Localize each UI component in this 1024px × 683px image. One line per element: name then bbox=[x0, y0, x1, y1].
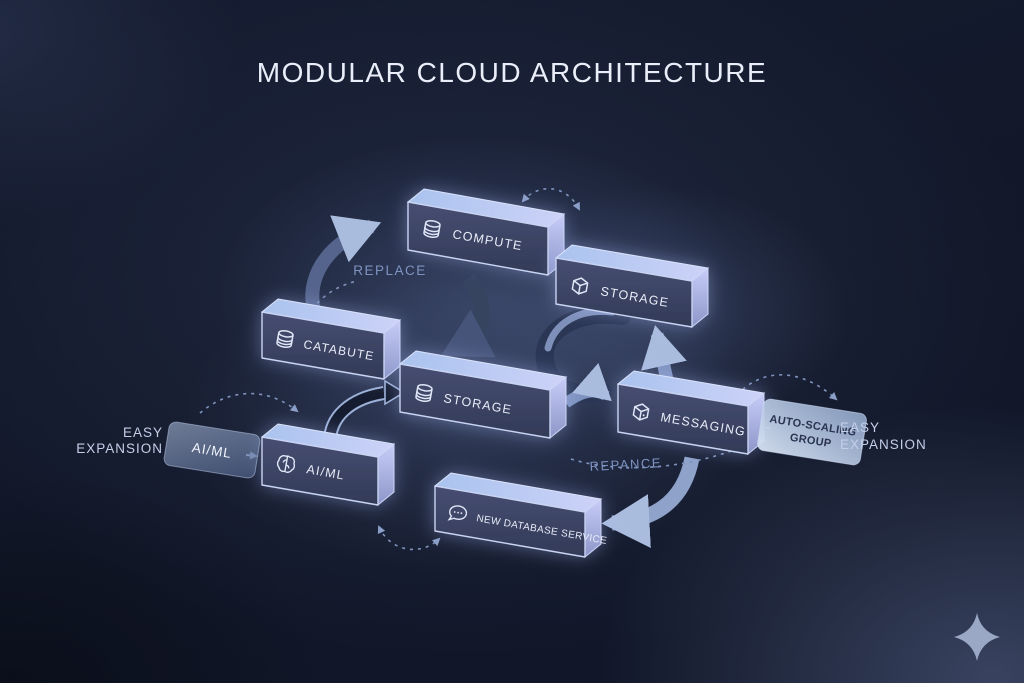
node-catabute: CATABUTE bbox=[260, 298, 402, 381]
easy-expansion-left-line2: EXPANSION bbox=[76, 441, 163, 456]
box-front-face bbox=[555, 257, 693, 328]
node-new-database-service: NEW DATABASE SERVICE bbox=[433, 472, 608, 559]
easy-expansion-right-line1: EASY bbox=[840, 420, 880, 435]
node-label: AI/ML bbox=[305, 462, 346, 482]
chip-label: AI/ML bbox=[191, 440, 233, 461]
panel-auto-scaling-group: AUTO-SCALING GROUP bbox=[757, 398, 867, 466]
box-front-face bbox=[261, 436, 379, 506]
easy-expansion-right-line2: EXPANSION bbox=[840, 437, 927, 452]
box-front-face bbox=[434, 485, 586, 558]
node-messaging: MESSAGING bbox=[616, 370, 766, 456]
repance-label: REPANCE bbox=[589, 455, 662, 474]
dashed-arc-aiml-newdb bbox=[377, 525, 441, 551]
page-title: MODULAR CLOUD ARCHITECTURE bbox=[257, 57, 767, 88]
panel-ai-ml-chip: AI/ML bbox=[163, 421, 261, 479]
chip-body bbox=[757, 398, 867, 466]
box-front-face bbox=[261, 311, 385, 380]
chip-body bbox=[163, 421, 261, 479]
node-storage-top: STORAGE bbox=[554, 244, 710, 329]
arrow-compute-to-storage bbox=[440, 273, 496, 358]
easy-expansion-left-line1: EASY bbox=[123, 425, 163, 440]
sparkle-icon bbox=[954, 613, 1000, 661]
replace-label: REPLACE bbox=[353, 263, 427, 278]
arrow-messaging-to-new-database bbox=[601, 456, 700, 548]
node-ai-ml: AI/ML bbox=[260, 423, 396, 507]
box-front-face bbox=[399, 363, 551, 439]
arrow-storage-to-messaging bbox=[562, 362, 612, 408]
arrow-messaging-to-storage-top bbox=[641, 325, 687, 382]
dashed-arc-compute-storage bbox=[521, 187, 580, 211]
box-front-face bbox=[407, 201, 549, 276]
node-storage-mid: STORAGE bbox=[398, 350, 568, 440]
box-front-face bbox=[617, 383, 749, 455]
